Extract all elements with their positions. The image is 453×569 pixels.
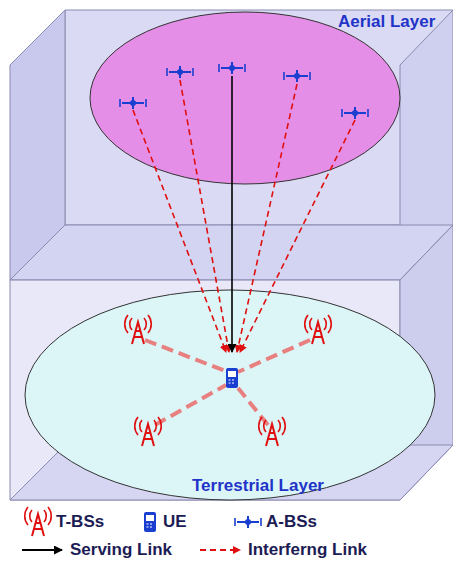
legend-label: UE: [163, 512, 187, 532]
legend-label: Serving Link: [70, 540, 172, 560]
layer-label: Terrestrial Layer: [192, 476, 324, 496]
legend-label: Interferng Link: [248, 540, 367, 560]
layer-region: Terrestrial Layer: [192, 476, 324, 496]
layer-region: Aerial Layer: [338, 12, 435, 32]
legend-label: A-BSs: [266, 512, 317, 532]
layer-label: Aerial Layer: [338, 12, 435, 32]
legend-label: T-BSs: [56, 512, 104, 532]
